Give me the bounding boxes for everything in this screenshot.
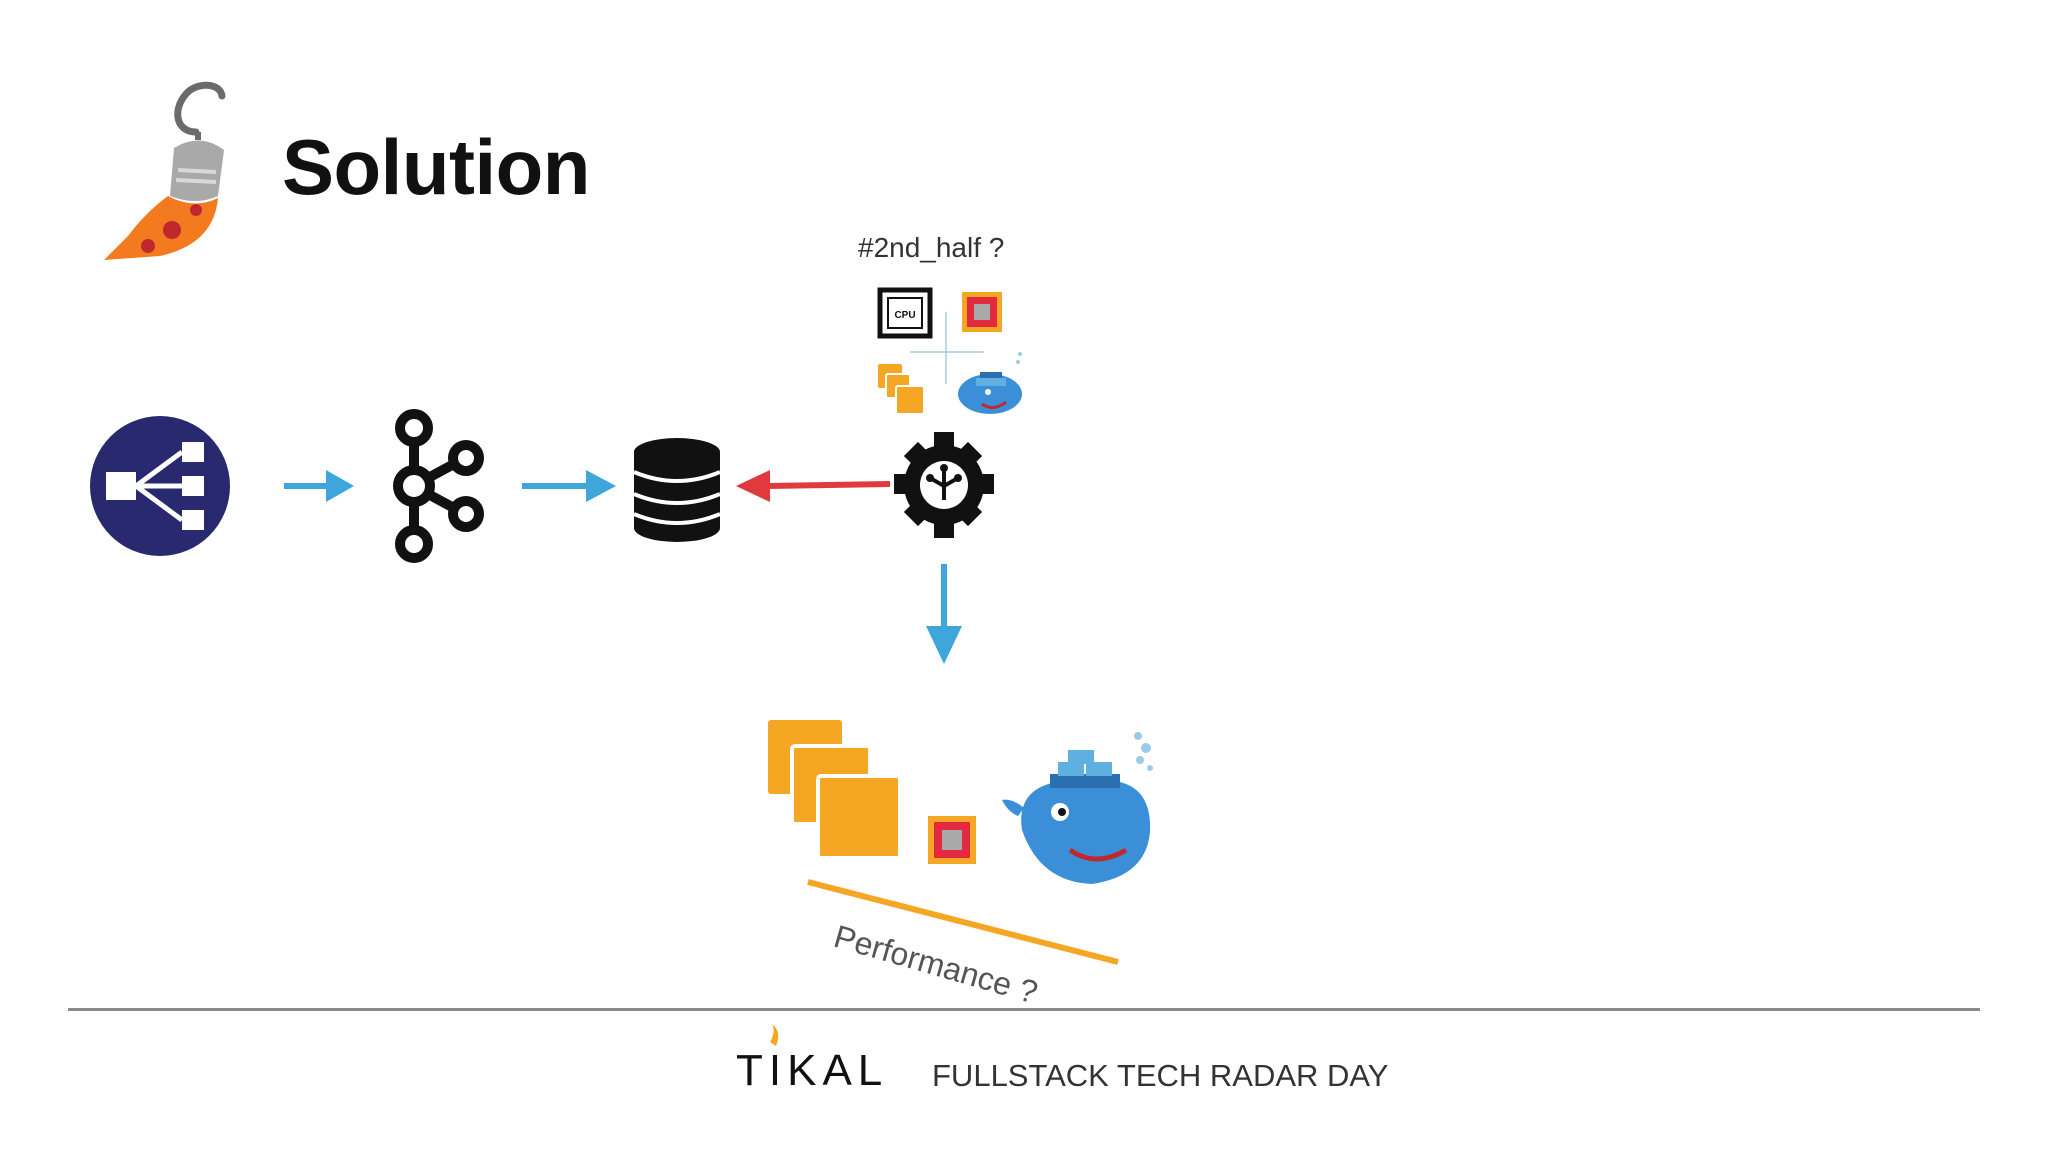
brush-icon bbox=[104, 81, 226, 260]
chip-icon bbox=[962, 292, 1002, 332]
footer-event-name: FULLSTACK TECH RADAR DAY bbox=[932, 1058, 1389, 1093]
flow-arrow-1 bbox=[284, 470, 354, 502]
docker-whale-icon bbox=[958, 352, 1022, 414]
cpu-icon: CPU bbox=[877, 287, 933, 339]
down-arrow bbox=[926, 564, 962, 664]
footer-divider bbox=[68, 1008, 1980, 1011]
flow-arrow-2 bbox=[522, 470, 616, 502]
gear-processor-icon bbox=[894, 432, 994, 538]
aws-instances-icon bbox=[768, 720, 902, 860]
load-balancer-icon bbox=[90, 416, 230, 556]
slide-title: Solution bbox=[282, 123, 590, 211]
performance-line bbox=[807, 879, 1119, 965]
aws-instances-icon bbox=[878, 364, 925, 415]
second-half-note: #2nd_half ? bbox=[858, 232, 1005, 263]
chip-icon bbox=[928, 816, 976, 864]
kafka-icon bbox=[393, 409, 484, 563]
tikal-logo: TIKAL bbox=[736, 1046, 889, 1095]
red-back-arrow bbox=[736, 470, 891, 502]
tikal-logo-mark bbox=[770, 1024, 779, 1046]
docker-whale-icon bbox=[1002, 732, 1153, 884]
cpu-chip-text: CPU bbox=[894, 310, 915, 321]
database-icon bbox=[633, 438, 721, 542]
